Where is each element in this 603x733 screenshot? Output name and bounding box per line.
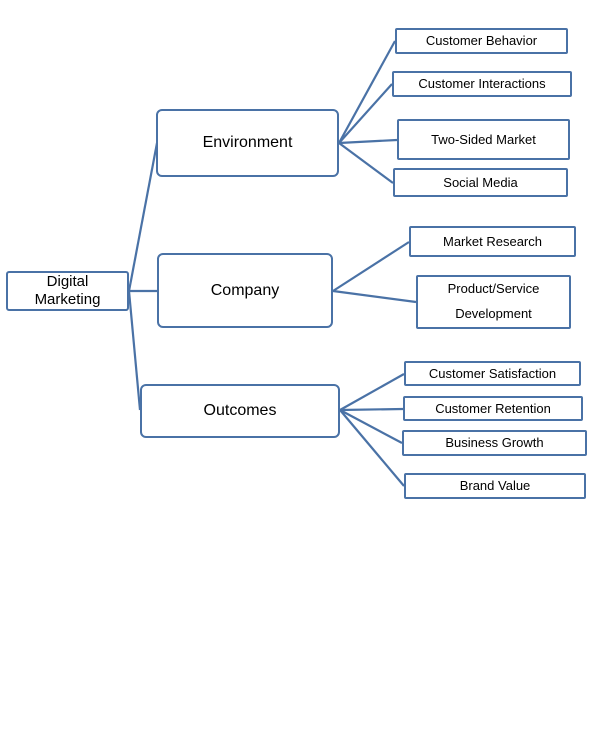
node-customer-behavior-label: Customer Behavior	[425, 33, 538, 49]
node-brand-value-label: Brand Value	[459, 478, 531, 494]
connector-environment-two-sided-market	[338, 138, 398, 145]
connector-company-market-research	[332, 241, 410, 292]
connector-root-environment	[127, 142, 159, 292]
connector-outcomes-brand-value	[339, 409, 405, 487]
node-two-sided-market-label: Two-Sided Market	[431, 131, 536, 147]
node-company-label: Company	[210, 281, 280, 299]
node-outcomes-label: Outcomes	[203, 402, 277, 420]
node-social-media: Social Media	[393, 168, 568, 197]
node-social-media-label: Social Media	[443, 174, 518, 190]
connector-outcomes-customer-satisfaction	[339, 373, 405, 411]
node-two-sided-market: Two-Sided Market	[397, 119, 570, 160]
node-customer-retention: Customer Retention	[403, 396, 583, 421]
connector-outcomes-customer-retention	[339, 407, 404, 412]
node-customer-satisfaction-label: Customer Satisfaction	[428, 365, 557, 381]
node-outcomes: Outcomes	[140, 384, 340, 438]
node-business-growth: Business Growth	[402, 430, 587, 456]
node-customer-interactions-label: Customer Interactions	[418, 76, 546, 92]
node-environment-label: Environment	[202, 134, 293, 152]
node-product-service-development: Product/Service Development	[416, 275, 571, 329]
node-digital-marketing-label: Digital Marketing	[34, 273, 101, 308]
connector-environment-social-media	[338, 142, 394, 184]
node-environment: Environment	[156, 109, 339, 177]
node-market-research-label: Market Research	[443, 233, 542, 249]
connector-root-outcomes	[127, 290, 142, 411]
connector-environment-customer-behavior	[338, 40, 396, 144]
node-business-growth-label: Business Growth	[445, 435, 544, 451]
node-customer-retention-label: Customer Retention	[435, 400, 551, 416]
node-product-service-development-label: Product/Service Development	[447, 281, 540, 321]
node-customer-interactions: Customer Interactions	[392, 71, 572, 97]
connector-outcomes-business-growth	[339, 409, 403, 444]
node-company: Company	[157, 253, 333, 328]
connector-environment-customer-interactions	[338, 83, 393, 144]
connector-company-product-service	[332, 289, 417, 304]
node-customer-satisfaction: Customer Satisfaction	[404, 361, 581, 386]
node-customer-behavior: Customer Behavior	[395, 28, 568, 54]
node-brand-value: Brand Value	[404, 473, 586, 499]
node-market-research: Market Research	[409, 226, 576, 257]
node-digital-marketing: Digital Marketing	[6, 271, 129, 311]
